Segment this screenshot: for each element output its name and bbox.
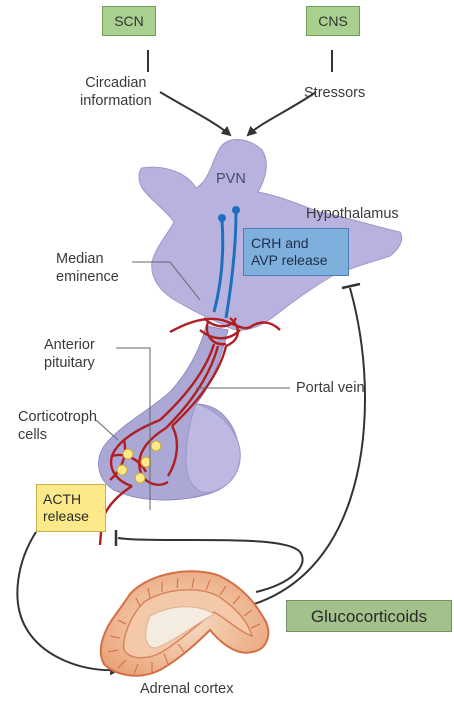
anterior-pituitary-label: Anterior pituitary	[44, 336, 95, 372]
adrenal-gland	[101, 571, 269, 675]
scn-label: SCN	[114, 13, 144, 30]
cns-box: CNS	[306, 6, 360, 36]
crh-avp-box: CRH and AVP release	[243, 228, 349, 276]
pituitary-posterior-lobe	[186, 404, 240, 493]
feedback-inhibition-bar-hypothalamus	[342, 284, 360, 288]
pvn-label: PVN	[216, 170, 246, 188]
stressors-label: Stressors	[304, 84, 365, 102]
circadian-arrow	[148, 50, 230, 135]
corticotroph-label: Corticotroph cells	[18, 408, 97, 444]
glucocorticoids-box: Glucocorticoids	[286, 600, 452, 632]
acth-box: ACTH release	[36, 484, 106, 532]
circadian-label: Circadian information	[80, 74, 152, 110]
portal-vein-label: Portal vein	[296, 379, 365, 397]
adrenal-cortex-label: Adrenal cortex	[140, 680, 234, 698]
feedback-to-hypothalamus	[230, 288, 365, 610]
neuron-soma-1	[218, 214, 226, 222]
hypothalamus-label: Hypothalamus	[306, 205, 399, 223]
median-eminence-label: Median eminence	[56, 250, 119, 286]
neuron-soma-2	[232, 206, 240, 214]
glucocorticoids-label: Glucocorticoids	[311, 608, 427, 625]
cns-label: CNS	[318, 13, 348, 30]
scn-box: SCN	[102, 6, 156, 36]
